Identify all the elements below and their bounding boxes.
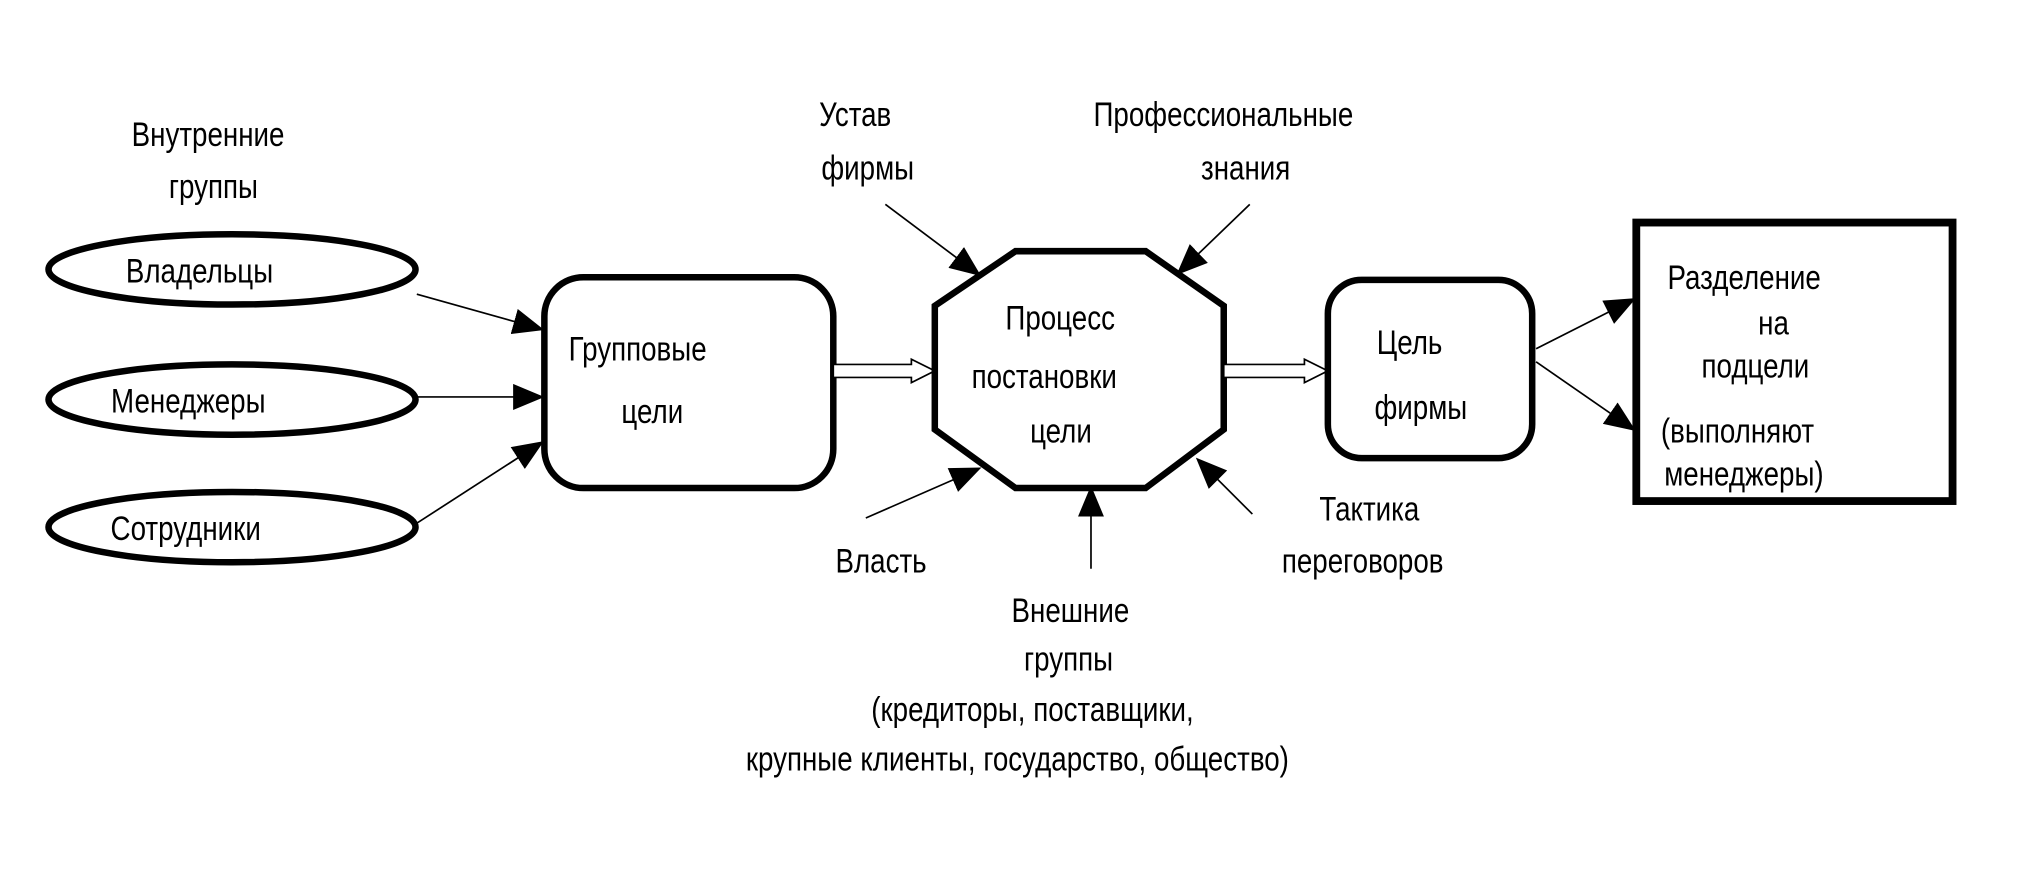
process-label-3: цели: [1030, 412, 1092, 450]
process-octagon: [931, 247, 1227, 492]
subgoals-box: [1632, 218, 1957, 505]
charter-label-1: Устав: [819, 96, 891, 134]
arrow-professional: [1176, 203, 1251, 276]
employees-ellipse: [45, 488, 419, 566]
managers-ellipse: [45, 361, 419, 438]
internal-groups-title-1: Внутренние: [132, 115, 285, 153]
group-goals-box: [541, 273, 837, 492]
hollow-arrow-to-process: [832, 357, 937, 385]
process-label-1: Процесс: [1005, 299, 1115, 337]
external-label-4: крупные клиенты, государство, общество): [746, 740, 1289, 778]
process-label-2: постановки: [972, 357, 1117, 395]
professional-label-2: знания: [1201, 149, 1290, 187]
group-goals-label-1: Групповые: [569, 330, 707, 368]
arrow-power: [865, 467, 982, 519]
group-goals-label-2: цели: [621, 392, 683, 430]
subgoals-label-4: (выполняют: [1661, 412, 1814, 450]
arrow-owners: [416, 293, 545, 335]
negotiation-label-1: Тактика: [1319, 490, 1420, 528]
external-label-1: Внешние: [1012, 591, 1130, 629]
external-label-3: (кредиторы, поставщики,: [871, 690, 1193, 728]
arrow-charter: [884, 203, 982, 277]
external-label-2: группы: [1024, 640, 1113, 678]
firm-goal-label-1: Цель: [1377, 323, 1443, 361]
arrow-to-subgoals-lower: [1535, 361, 1636, 431]
subgoals-label-3: подцели: [1701, 347, 1809, 385]
hollow-arrow-to-firm-goal: [1222, 357, 1330, 385]
arrow-negotiation: [1195, 457, 1253, 515]
charter-label-2: фирмы: [821, 149, 914, 187]
internal-groups-title-2: группы: [169, 167, 258, 205]
arrow-employees: [416, 441, 544, 524]
firm-goal-label-2: фирмы: [1374, 388, 1467, 426]
arrow-to-subgoals-upper: [1535, 298, 1637, 350]
professional-label-1: Профессиональные: [1093, 96, 1353, 134]
subgoals-label-1: Разделение: [1667, 258, 1820, 296]
employees-label: Сотрудники: [111, 509, 261, 547]
managers-label: Менеджеры: [111, 382, 266, 420]
power-label: Власть: [835, 542, 926, 580]
owners-label: Владельцы: [126, 252, 273, 290]
owners-ellipse: [45, 231, 419, 308]
negotiation-label-2: переговоров: [1282, 542, 1444, 580]
subgoals-label-5: менеджеры): [1664, 455, 1823, 493]
subgoals-label-2: на: [1758, 304, 1789, 342]
firm-goal-box: [1324, 276, 1536, 462]
